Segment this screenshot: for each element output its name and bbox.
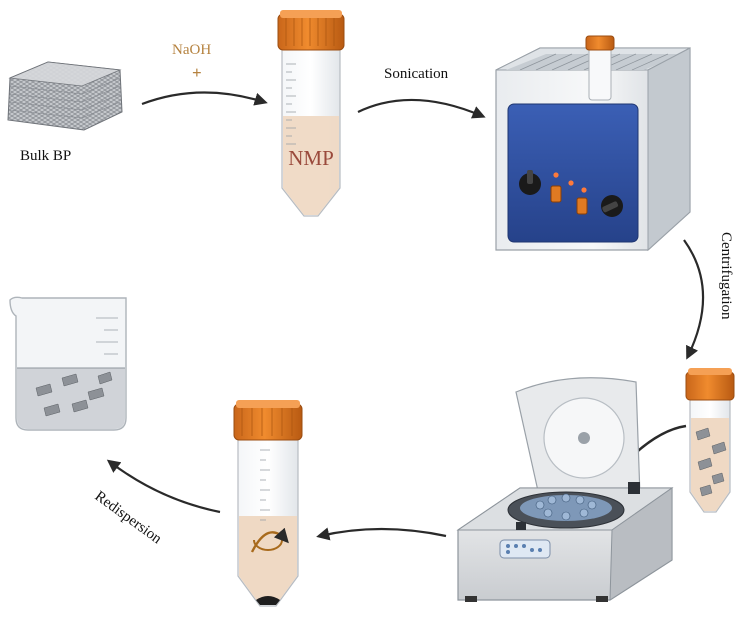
arrow-mix [141, 91, 268, 106]
ultrasonic-bath [495, 47, 691, 252]
bulk-bp-label: Bulk BP [20, 148, 71, 164]
arrow-centrifugation [683, 239, 705, 360]
centrifuge [456, 377, 674, 602]
small-tube-in-bath [585, 35, 615, 101]
arrow-sonication [357, 98, 486, 119]
arrow-redispersion [106, 459, 221, 514]
falcon-tube-sediment [233, 400, 303, 607]
redispersion-label: Redispersion [92, 488, 165, 547]
naoh-label: NaOH [172, 42, 211, 58]
centrifugation-label: Centrifugation [718, 232, 734, 320]
nmp-label: NMP [288, 146, 334, 170]
falcon-tube-nmp [277, 10, 345, 217]
arrow-collect [316, 527, 447, 541]
beaker [9, 296, 127, 431]
bulk-bp-crystal [7, 61, 123, 131]
sonication-label: Sonication [384, 66, 449, 82]
falcon-tube-flakes [685, 368, 735, 513]
plus-sign: + [192, 63, 202, 82]
